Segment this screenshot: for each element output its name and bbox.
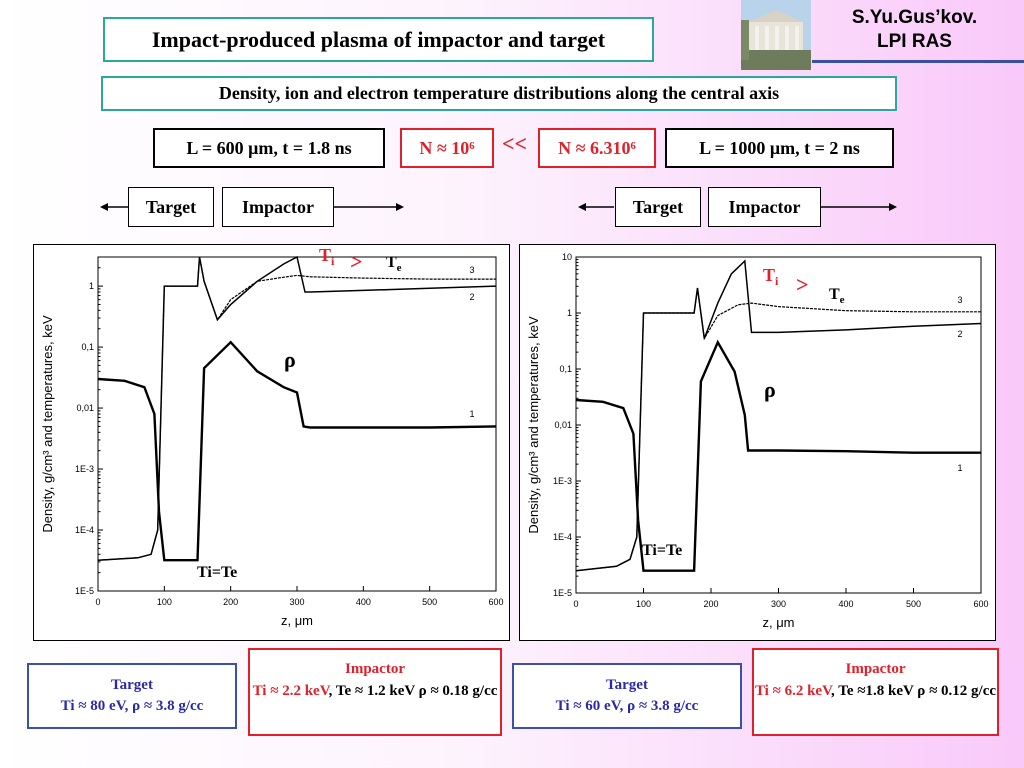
header-rule (812, 60, 1024, 63)
params-right-box: L = 1000 μm, t = 2 ns (665, 128, 894, 168)
params-left-box: L = 600 μm, t = 1.8 ns (153, 128, 385, 168)
series-3-line (575, 287, 981, 572)
x-tick-label: 100 (157, 597, 172, 607)
greater-than-annotation: > (796, 272, 809, 297)
y-axis-label: Density, g/cm³ and temperatures, keV (526, 316, 541, 534)
series-3-line (97, 256, 496, 561)
y-tick-label: 1E-5 (553, 588, 572, 598)
series-1-label: 1 (469, 409, 474, 419)
ti-annotation: Ti (319, 245, 335, 268)
arrow-left-icon (578, 203, 614, 211)
x-tick-label: 300 (771, 599, 786, 609)
y-tick-label: 1E-4 (553, 532, 572, 542)
plot-panel-right: 0 100 200 300 400 500 600 1E-5 1E-4 1E-3 0,01 0,1 1 1… (519, 244, 996, 641)
target-result-title: Target (111, 677, 153, 693)
plot-left: 0 100 200 300 400 500 600 1E-5 1E-4 1E-3 0,01 0,1 1 z… (40, 245, 504, 628)
x-axis-label: z, μm (281, 613, 313, 628)
series-3-label: 3 (469, 265, 474, 275)
series-1-line (575, 339, 981, 572)
arrow-right-icon (334, 203, 404, 211)
arrow-left-icon (100, 203, 128, 211)
ti-annotation: Ti (763, 265, 779, 288)
impactor-tag-right: Impactor (708, 187, 821, 227)
plot-panel-left: 0 100 200 300 400 500 600 1E-5 1E-4 1E-3 0,01 0,1 1 z… (33, 244, 510, 641)
y-tick-label: 0,1 (559, 364, 572, 374)
n-left-box: N ≈ 10⁶ (400, 128, 494, 168)
impactor-tag-left: Impactor (222, 187, 334, 227)
target-result-left: Target Ti ≈ 80 eV, ρ ≈ 3.8 g/cc (27, 663, 237, 729)
plot-frame (575, 256, 982, 594)
series-3-label: 3 (957, 295, 962, 305)
slide-subtitle: Density, ion and electron temperature di… (101, 76, 897, 111)
target-result-values: Ti ≈ 80 eV, ρ ≈ 3.8 g/cc (60, 698, 204, 714)
series-2-line (575, 259, 982, 572)
series-2-label: 2 (469, 292, 474, 302)
slide-title: Impact-produced plasma of impactor and t… (103, 17, 654, 62)
y-tick-label: 1E-4 (75, 525, 94, 535)
ti-equals-te-annotation: Ti=Te (642, 542, 682, 559)
x-tick-label: 500 (422, 597, 437, 607)
impactor-result-values: Ti ≈ 2.2 keV, Te ≈ 1.2 keV ρ ≈ 0.18 g/cc (252, 683, 498, 699)
target-result-values: Ti ≈ 60 eV, ρ ≈ 3.8 g/cc (555, 698, 699, 714)
plot-right: 0 100 200 300 400 500 600 1E-5 1E-4 1E-3 0,01 0,1 1 1… (526, 252, 989, 630)
impactor-result-title: Impactor (845, 661, 906, 677)
author-name: S.Yu.Gus’kov. (851, 7, 978, 28)
x-tick-label: 600 (488, 597, 503, 607)
y-axis-label: Density, g/cm³ and temperatures, keV (40, 315, 55, 533)
rho-annotation: ρ (764, 377, 776, 402)
series-2-label: 2 (957, 329, 962, 339)
y-tick-label: 0,01 (76, 403, 94, 413)
impactor-result-left: Impactor Ti ≈ 2.2 keV, Te ≈ 1.2 keV ρ ≈ … (248, 648, 502, 736)
series-1-label: 1 (957, 463, 962, 473)
y-tick-label: 10 (562, 252, 572, 262)
series-1-line (97, 340, 497, 562)
author-block: S.Yu.Gus’kov. LPI RAS (812, 6, 1017, 54)
x-tick-label: 500 (906, 599, 921, 609)
impactor-result-values: Ti ≈ 6.2 keV, Te ≈1.8 keV ρ ≈ 0.12 g/cc (754, 683, 997, 699)
x-tick-label: 300 (289, 597, 304, 607)
plot-frame (97, 256, 497, 592)
target-tag-left: Target (128, 187, 214, 227)
arrow-right-icon (821, 203, 897, 211)
target-result-title: Target (606, 677, 648, 693)
y-tick-label: 1E-3 (553, 476, 572, 486)
x-tick-label: 400 (356, 597, 371, 607)
y-tick-label: 0,01 (554, 420, 572, 430)
te-annotation: Te (386, 254, 402, 274)
y-tick-label: 0,1 (81, 342, 94, 352)
x-tick-label: 400 (838, 599, 853, 609)
building-photo (741, 0, 811, 70)
ti-equals-te-annotation: Ti=Te (197, 564, 237, 581)
target-result-right: Target Ti ≈ 60 eV, ρ ≈ 3.8 g/cc (512, 663, 742, 729)
y-tick-label: 1E-3 (75, 464, 94, 474)
n-right-box: N ≈ 6.310⁶ (538, 128, 656, 168)
x-tick-label: 100 (636, 599, 651, 609)
x-tick-label: 200 (223, 597, 238, 607)
impactor-result-right: Impactor Ti ≈ 6.2 keV, Te ≈1.8 keV ρ ≈ 0… (752, 648, 999, 736)
y-tick-label: 1 (89, 281, 94, 291)
x-tick-label: 0 (573, 599, 578, 609)
x-tick-label: 200 (703, 599, 718, 609)
compare-sign: << (502, 131, 528, 156)
impactor-result-title: Impactor (345, 661, 405, 677)
x-tick-label: 600 (973, 599, 988, 609)
y-tick-label: 1 (567, 308, 572, 318)
target-tag-right: Target (615, 187, 701, 227)
author-org: LPI RAS (877, 31, 952, 52)
x-tick-label: 0 (95, 597, 100, 607)
y-tick-label: 1E-5 (75, 586, 94, 596)
rho-annotation: ρ (284, 347, 296, 372)
building-illustration (741, 0, 811, 70)
x-axis-label: z, μm (762, 615, 794, 630)
te-annotation: Te (829, 286, 845, 306)
greater-than-annotation: > (350, 249, 363, 274)
